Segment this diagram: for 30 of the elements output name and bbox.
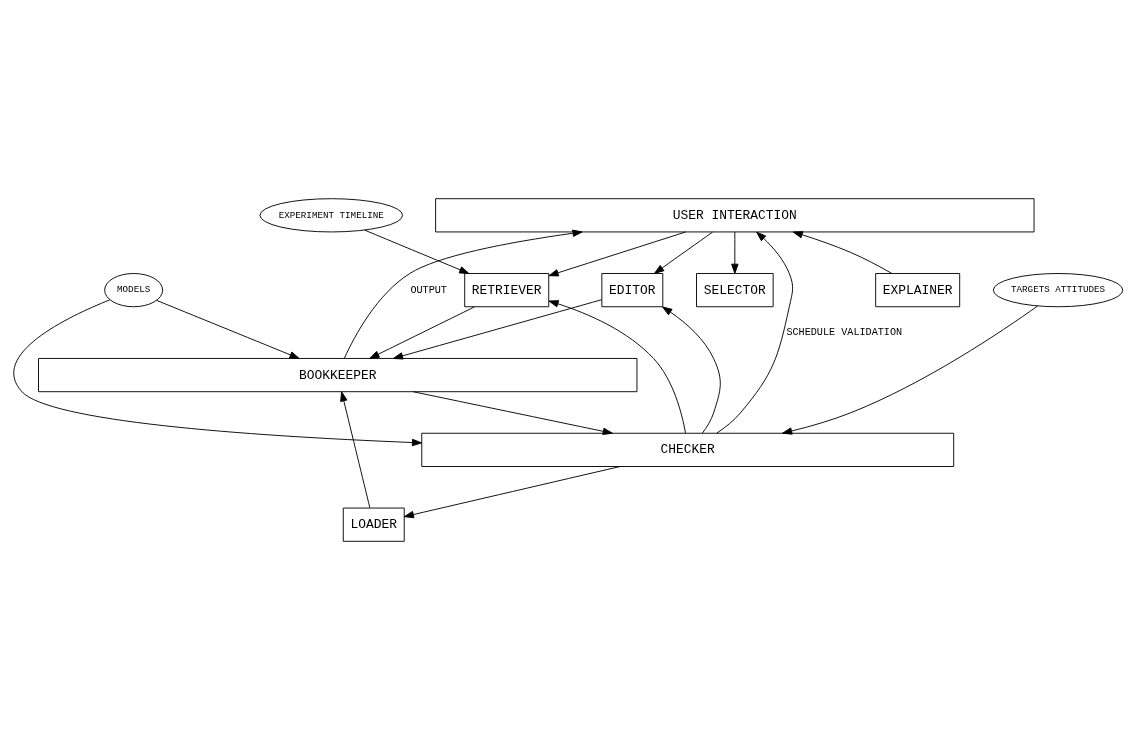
arrow <box>782 305 1039 435</box>
arrow <box>369 306 475 359</box>
arrow <box>716 231 794 434</box>
node-ellipse: TARGETS ATTITUDES <box>992 273 1124 308</box>
node-box: BOOKKEEPER <box>38 358 638 393</box>
node-box: EXPLAINER <box>875 273 961 308</box>
node-ellipse: MODELS <box>104 273 164 308</box>
arrow <box>792 231 893 274</box>
node-box: CHECKER <box>421 432 955 467</box>
arrow <box>392 299 603 360</box>
node-box: LOADER <box>342 507 405 542</box>
node-ellipse: EXPERIMENT TIMELINE <box>259 198 404 233</box>
node-box: RETRIEVER <box>464 273 550 308</box>
arrow <box>548 231 687 277</box>
arrow <box>731 231 739 274</box>
arrow <box>343 229 583 359</box>
arrow <box>548 300 686 434</box>
arrow <box>654 231 714 274</box>
node-box: USER INTERACTION <box>435 198 1035 233</box>
arrow <box>412 391 613 435</box>
edge-label: OUTPUT <box>410 284 447 296</box>
node-box: SELECTOR <box>696 273 774 308</box>
arrow <box>156 299 300 359</box>
arrow <box>662 306 721 434</box>
arrow <box>364 229 470 274</box>
arrow <box>403 466 621 519</box>
arrow <box>13 299 423 447</box>
edge-label: SCHEDULE VALIDATION <box>786 327 903 339</box>
node-box: EDITOR <box>601 273 664 308</box>
arrow <box>340 391 371 509</box>
